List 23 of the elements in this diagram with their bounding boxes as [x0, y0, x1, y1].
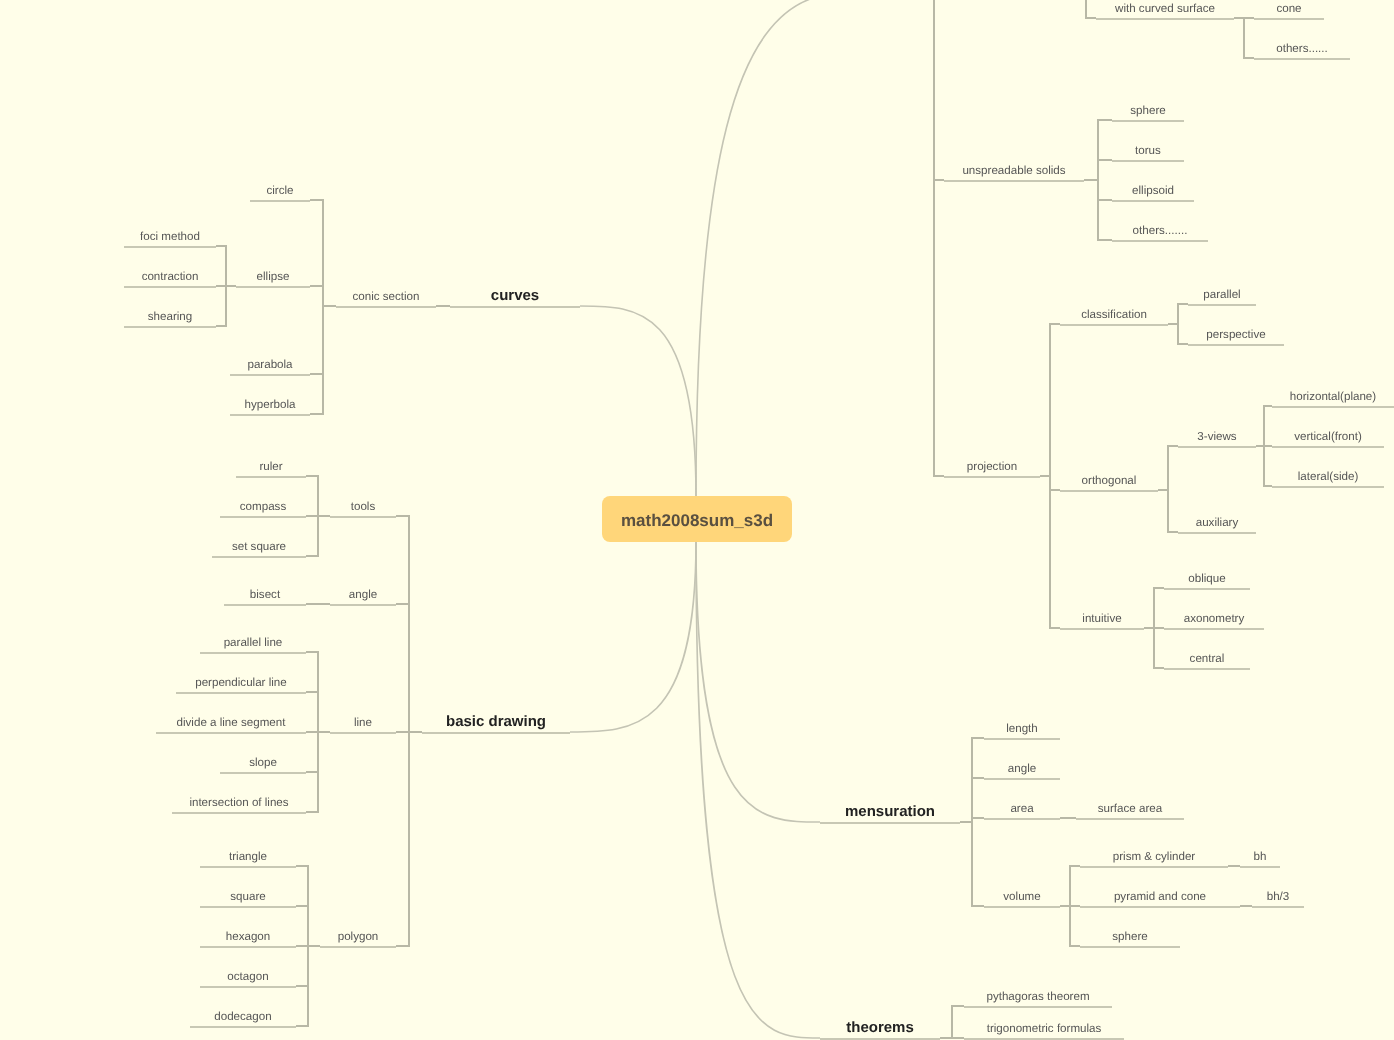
- connector-line: [1157, 489, 1179, 533]
- connector-line: [959, 821, 985, 907]
- connector-line: [1239, 905, 1253, 907]
- connector-line: [1233, 17, 1255, 59]
- connector-line: [1167, 323, 1189, 345]
- connector-line: [309, 305, 337, 415]
- central-topic: math2008sum_s3d: [602, 496, 792, 542]
- connector-line: [1143, 627, 1165, 669]
- connector-line: [939, 1037, 965, 1039]
- connector-line: [1085, 0, 1097, 19]
- connector-line: [305, 731, 331, 813]
- connector-line: [295, 945, 321, 1027]
- connector-line: [435, 305, 451, 307]
- connector-line: [395, 731, 423, 947]
- connector-line: [305, 603, 331, 605]
- connector-line: [215, 285, 237, 327]
- connector-line: [1059, 905, 1081, 947]
- connector-line: [305, 515, 331, 557]
- connector-line: [1227, 865, 1241, 867]
- connector-line: [1059, 817, 1077, 819]
- connector-line: [1083, 179, 1113, 241]
- connector-line: [695, 541, 821, 1039]
- connector-line: [1039, 475, 1061, 629]
